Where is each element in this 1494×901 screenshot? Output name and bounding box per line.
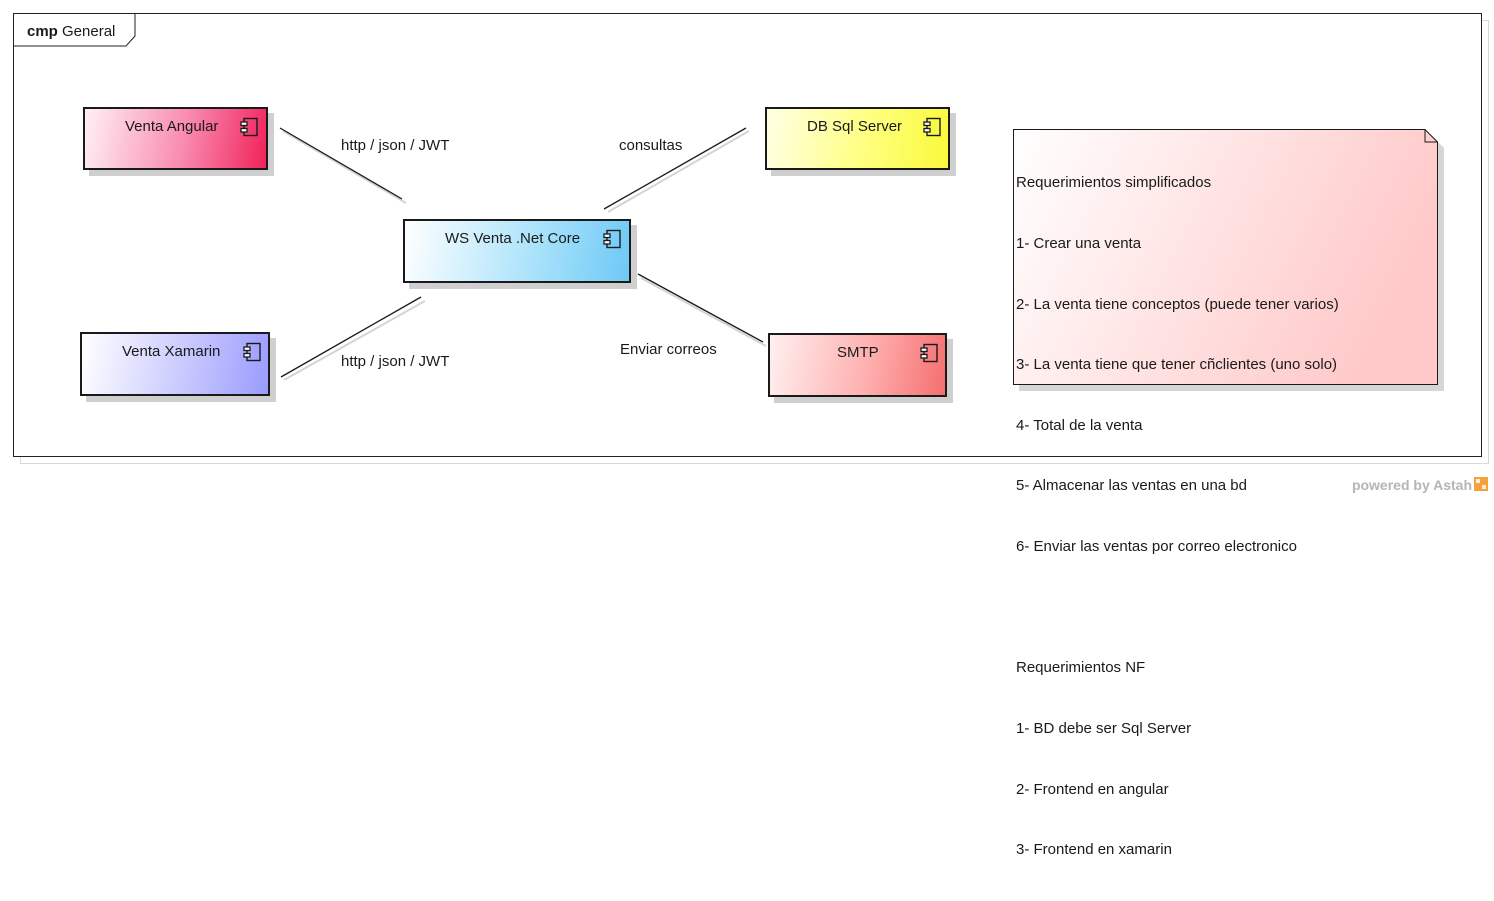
connector-label-ws-db: consultas (619, 137, 683, 154)
frame-name: General (62, 23, 116, 40)
requirements-note[interactable]: Requerimientos simplificados 1- Crear un… (1013, 129, 1444, 858)
connector-label-ws-smtp: Enviar correos (620, 341, 717, 358)
connector-xamarin-ws (280, 296, 422, 378)
component-icon (920, 343, 938, 363)
note-line: 1- Crear una venta (1016, 235, 1142, 253)
component-venta-angular[interactable]: Venta Angular (83, 107, 268, 170)
component-label: SMTP (837, 344, 879, 361)
connector-angular-ws (279, 127, 403, 200)
component-label: Venta Xamarin (122, 343, 221, 360)
connector-ws-smtp (637, 273, 764, 343)
note-line: Requerimientos simplificados (1016, 174, 1212, 192)
component-label: WS Venta .Net Core (445, 230, 581, 247)
component-icon (603, 229, 621, 249)
note-line: 6- Enviar las ventas por correo electron… (1016, 538, 1297, 556)
note-line: Requerimientos NF (1016, 659, 1146, 677)
component-ws-venta[interactable]: WS Venta .Net Core (403, 219, 631, 283)
component-icon (923, 117, 941, 137)
note-line: 3- La venta tiene que tener cñclientes (… (1016, 356, 1338, 374)
astah-logo-icon (1474, 477, 1488, 491)
connector-ws-db (603, 127, 747, 210)
watermark-text: powered by Astah (1351, 477, 1472, 493)
connector-label-angular-ws: http / json / JWT (341, 137, 450, 154)
component-icon (243, 342, 261, 362)
note-line: 1- BD debe ser Sql Server (1016, 719, 1192, 737)
connector-lines (279, 127, 767, 381)
note-line: 5- Almacenar las ventas en una bd (1016, 477, 1247, 495)
note-text: Requerimientos simplificados 1- Crear un… (1016, 133, 1339, 901)
frame-title: cmp General (27, 23, 115, 40)
component-label: Venta Angular (125, 118, 219, 135)
component-icon (240, 117, 258, 137)
component-smtp[interactable]: SMTP (768, 333, 947, 397)
powered-by-watermark: powered by Astah (1352, 477, 1488, 493)
component-venta-xamarin[interactable]: Venta Xamarin (80, 332, 270, 396)
component-label: DB Sql Server (807, 118, 903, 135)
component-db-sql-server[interactable]: DB Sql Server (765, 107, 950, 170)
note-line: 3- Frontend en xamarin (1016, 841, 1172, 859)
note-line (1016, 598, 1339, 618)
note-line: 4- Total de la venta (1016, 416, 1143, 434)
note-line: 2- Frontend en angular (1016, 780, 1169, 798)
frame-keyword: cmp (27, 23, 58, 40)
note-line: 2- La venta tiene conceptos (puede tener… (1016, 295, 1339, 313)
connector-label-xamarin-ws: http / json / JWT (341, 353, 450, 370)
